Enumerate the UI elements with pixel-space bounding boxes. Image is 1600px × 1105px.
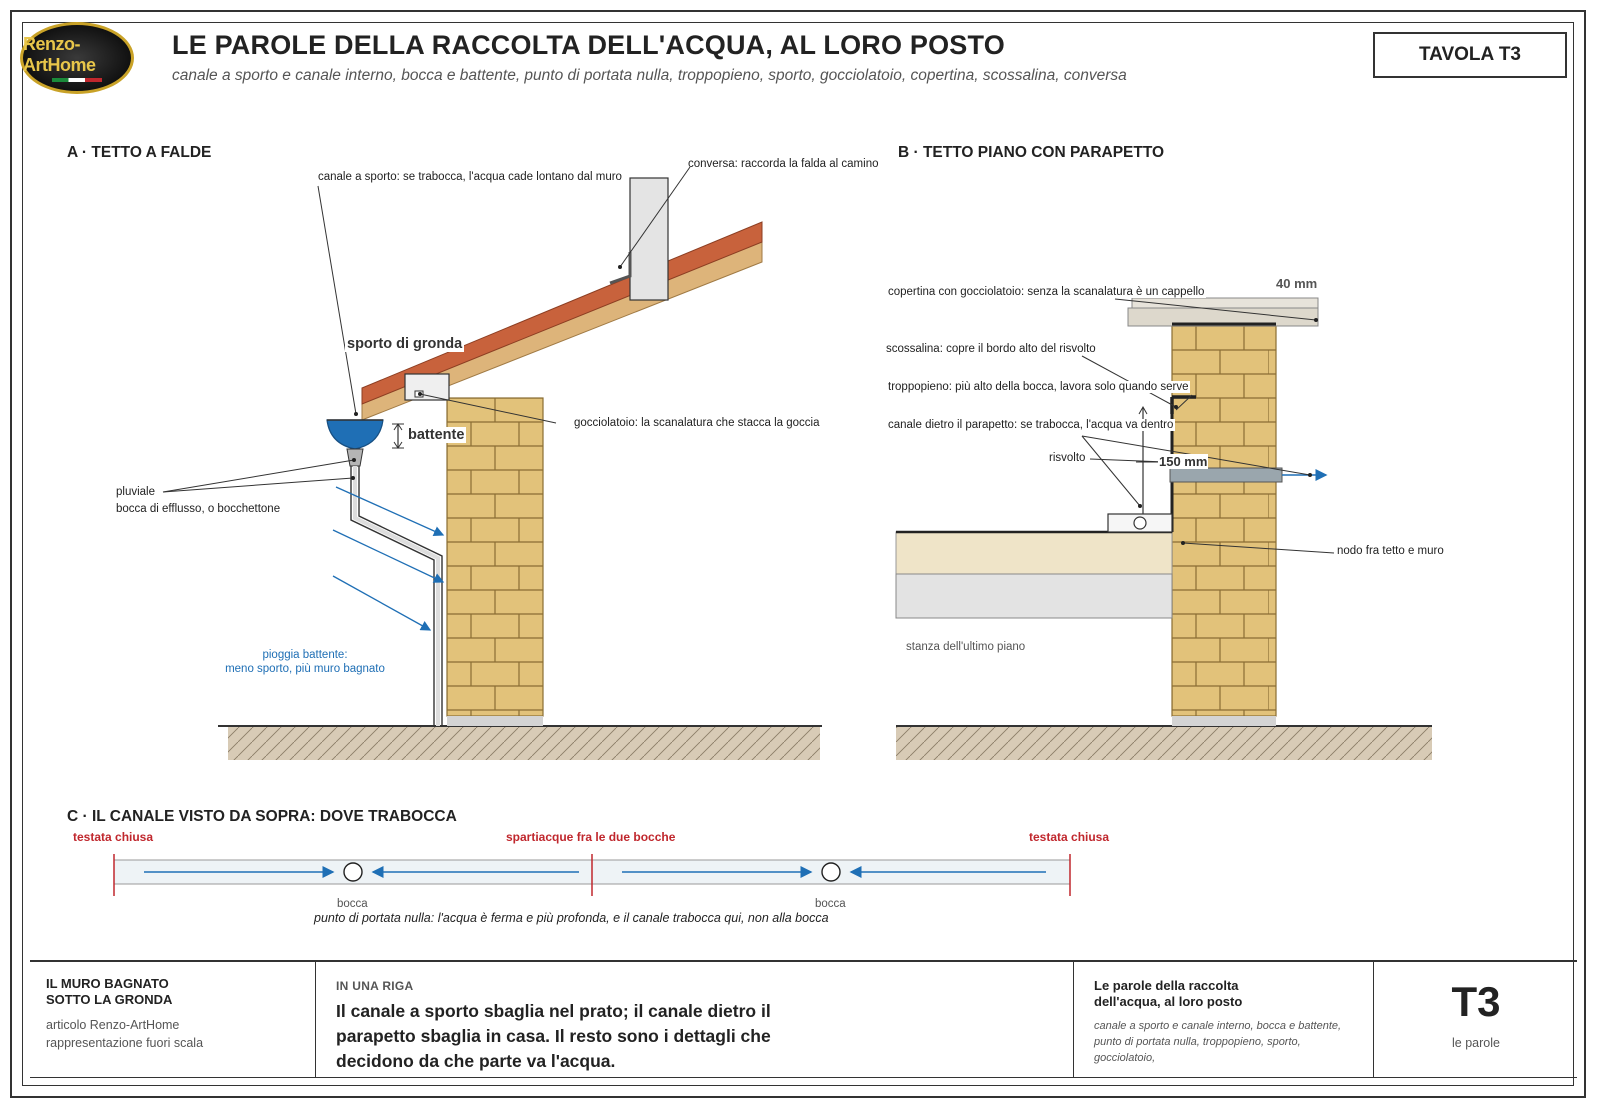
section-b-title: B · TETTO PIANO CON PARAPETTO [898,144,1165,161]
label-testata-right: testata chiusa [1029,830,1110,844]
footer-title-block: IL MURO BAGNATO SOTTO LA GRONDA articolo… [30,960,1577,1078]
footer-left-title-1: IL MURO BAGNATO [46,976,169,991]
caption-portata-nulla: punto di portata nulla: l'acqua è ferma … [314,911,829,925]
roof-slab [895,573,1173,619]
footer-riga-text: Il canale a sporto sbaglia nel prato; il… [336,1001,771,1071]
roof-insulation [895,531,1173,575]
page-subtitle: canale a sporto e canale interno, bocca … [172,67,1127,84]
footer-left-sub-2: rappresentazione fuori scala [46,1036,204,1050]
logo-text: Renzo-ArtHome [23,34,96,75]
page-title: LE PAROLE DELLA RACCOLTA DELL'ACQUA, AL … [172,30,1005,60]
footer-riga-cell: IN UNA RIGA Il canale a sporto sbaglia n… [315,962,1073,1077]
label-sporto-gronda: sporto di gronda [345,336,465,352]
footer-left-sub-1: articolo Renzo-ArtHome [46,1018,180,1032]
tavola-badge: TAVOLA T3 [1373,32,1567,78]
bocca-circle-2 [821,862,841,882]
gutter-canale [326,419,384,450]
inner-frame [22,22,1574,1086]
outer-frame [10,10,1586,1098]
ground-a [228,726,820,760]
section-c-drawing [113,854,1071,896]
label-canale-sporto: canale a sporto: se trabocca, l'acqua ca… [318,171,622,183]
label-risvolto: risvolto [1049,452,1086,464]
label-scossalina: scossalina: copre il bordo alto del risv… [886,343,1096,355]
label-stanza: stanza dell'ultimo piano [906,641,1026,653]
label-gocciolatoio: gocciolatoio: la scanalatura che stacca … [574,417,820,429]
bocca-outlet [346,448,364,467]
label-conversa: conversa: raccorda la falda al camino [688,158,879,170]
brick-wall-a [446,397,544,717]
footer-right-title: Le parole della raccolta dell'acqua, al … [1094,978,1243,1009]
ground-b [896,726,1432,760]
label-copertina: copertina con gocciolatoio: senza la sca… [886,286,1207,298]
scossalina [1170,395,1196,414]
label-pioggia-1: pioggia battente: [262,649,348,661]
footer-right-sub: canale a sporto e canale interno, bocca … [1094,1020,1342,1064]
footer-code: T3 [1451,978,1501,1025]
italian-flag-icon [52,78,102,82]
label-canale-dietro: canale dietro il parapetto: se trabocca,… [886,419,1176,431]
footer-riga-caption: IN UNA RIGA [336,979,414,993]
label-spartiacque: spartiacque fra le due bocche [506,830,676,844]
section-a-title: A · TETTO A FALDE [67,144,212,161]
pluviale-pipe [350,466,443,726]
label-40mm: 40 mm [1276,276,1318,291]
label-bocca-2: bocca [815,898,846,910]
footer-left-cell: IL MURO BAGNATO SOTTO LA GRONDA articolo… [30,962,316,1077]
label-bocca-efflusso: bocca di efflusso, o bocchettone [116,503,281,515]
renzo-arthome-logo: Renzo-ArtHome [20,22,134,94]
label-nodo: nodo fra tetto e muro [1337,545,1444,557]
label-testata-left: testata chiusa [73,830,154,844]
troppopieno-pipe [1169,467,1283,483]
label-bocca-1: bocca [337,898,368,910]
chimney [629,177,669,301]
label-battente: battente [406,427,467,443]
eave-fascia [404,373,450,401]
footer-code-sub: le parole [1452,1036,1500,1050]
footer-left-title-2: SOTTO LA GRONDA [46,992,173,1007]
label-150mm: 150 mm [1158,454,1209,469]
section-b-drawing [895,297,1432,760]
label-pluviale: pluviale [116,486,155,498]
footer-code-cell: T3 le parole [1373,962,1577,1077]
footer-right-cell: Le parole della raccolta dell'acqua, al … [1073,962,1373,1077]
label-pioggia-2: meno sporto, più muro bagnato [225,663,385,675]
label-troppopieno: troppopieno: più alto della bocca, lavor… [886,381,1191,393]
bocca-circle-1 [343,862,363,882]
section-c-title: C · IL CANALE VISTO DA SOPRA: DOVE TRABO… [67,808,457,825]
conversa-flashing [609,252,632,285]
section-a-drawing [162,166,822,760]
